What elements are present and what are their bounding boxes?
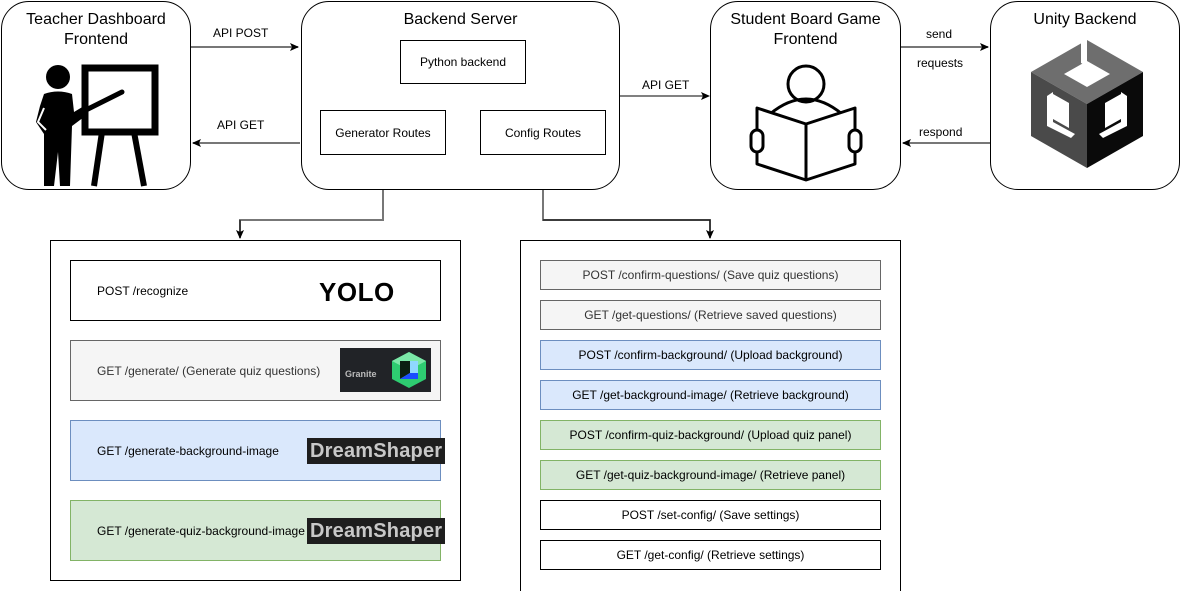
teacher-presenting-icon [36,64,159,187]
route-label: GET /generate/ (Generate quiz questions) [97,363,321,378]
route-get-generate[interactable]: GET /generate/ (Generate quiz questions)… [70,340,441,401]
route-get-quiz-background-image[interactable]: GET /get-quiz-background-image/ (Retriev… [540,460,881,490]
route-get-questions[interactable]: GET /get-questions/ (Retrieve saved ques… [540,300,881,330]
teacher-title-line1: Teacher Dashboard [26,11,166,28]
edge-label-api-post: API POST [213,26,269,40]
route-label: POST /recognize [97,283,189,298]
student-title-line1: Student Board Game [730,11,881,28]
route-post-confirm-background[interactable]: POST /confirm-background/ (Upload backgr… [540,340,881,370]
teacher-title-line2: Frontend [63,31,129,48]
student-reading-icon [749,64,863,182]
granite-logo-icon: Granite [340,348,431,392]
edge-config-to-panel-head [543,219,714,239]
route-post-confirm-quiz-background[interactable]: POST /confirm-quiz-background/ (Upload q… [540,420,881,450]
backend-server-node[interactable]: Backend Server [301,1,620,190]
unity-title: Unity Backend [1033,11,1137,28]
student-title-line2: Frontend [773,31,838,48]
edge-label-api-get-student: API GET [642,78,690,92]
yolo-logo-icon: YOLO [319,277,395,307]
route-get-config[interactable]: GET /get-config/ (Retrieve settings) [540,540,881,570]
edge-label-api-get-teacher: API GET [217,118,265,132]
python-backend-box[interactable]: Python backend [400,40,526,84]
edge-label-respond: respond [919,125,963,139]
route-get-background-image[interactable]: GET /get-background-image/ (Retrieve bac… [540,380,881,410]
granite-cube-icon [392,352,426,388]
generator-routes-box[interactable]: Generator Routes [320,110,446,155]
unity-backend-node[interactable]: Unity Backend [990,1,1180,190]
edge-label-requests: requests [917,56,964,70]
route-label: GET /generate-quiz-background-image [97,523,305,538]
config-routes-panel [520,240,901,591]
dreamshaper-logo-icon: DreamShaper [307,438,446,464]
route-post-confirm-questions[interactable]: POST /confirm-questions/ (Save quiz ques… [540,260,881,290]
granite-logo-text: Granite [345,369,377,379]
route-post-set-config[interactable]: POST /set-config/ (Save settings) [540,500,881,530]
config-routes-box[interactable]: Config Routes [480,110,606,155]
edge-label-send: send [926,27,953,41]
student-frontend-node[interactable]: Student Board Game Frontend [710,1,901,190]
route-label: GET /generate-background-image [97,443,279,458]
route-get-generate-quiz-background-image[interactable]: GET /generate-quiz-background-image Drea… [70,500,446,561]
route-get-generate-background-image[interactable]: GET /generate-background-image DreamShap… [70,420,446,481]
dreamshaper-logo-icon: DreamShaper [307,518,446,544]
route-post-recognize[interactable]: POST /recognize YOLO [70,260,441,321]
unity-logo-icon [1031,40,1143,168]
teacher-dashboard-node[interactable]: Teacher Dashboard Frontend [1,1,191,190]
backend-title: Backend Server [403,11,518,28]
